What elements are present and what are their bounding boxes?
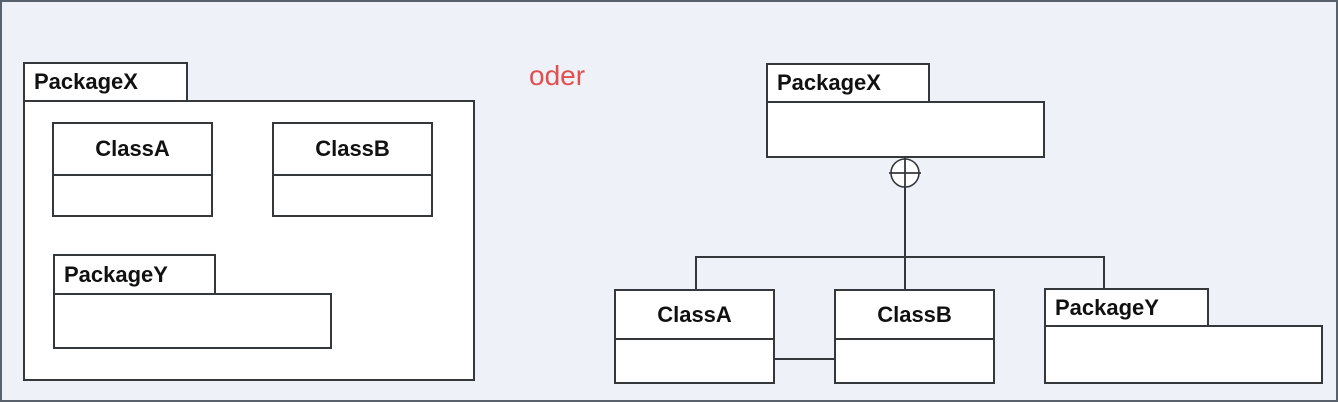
- right-classa-name-compartment: ClassA: [616, 291, 773, 340]
- left-classb-label: ClassB: [315, 136, 390, 161]
- left-classb-attr-compartment: [274, 176, 431, 215]
- left-packagey-tab: PackageY: [53, 254, 216, 293]
- circle-plus-anchor-icon: [889, 158, 921, 188]
- right-packagey-label: PackageY: [1055, 294, 1159, 320]
- right-packagex-label: PackageX: [777, 70, 881, 95]
- left-classb-box: ClassB: [272, 122, 433, 217]
- left-classa-box: ClassA: [52, 122, 213, 217]
- right-packagex-tab: PackageX: [766, 63, 930, 101]
- left-classa-attr-compartment: [54, 176, 211, 215]
- right-packagey-tab: PackageY: [1044, 288, 1209, 325]
- right-classa-label: ClassA: [657, 301, 732, 327]
- left-packagex-tab: PackageX: [23, 62, 188, 100]
- left-classb-name-compartment: ClassB: [274, 124, 431, 176]
- left-packagey-body: [53, 293, 332, 349]
- or-separator-label: oder: [529, 60, 586, 91]
- right-packagey-body: [1044, 325, 1323, 384]
- left-classa-name-compartment: ClassA: [54, 124, 211, 176]
- left-classa-label: ClassA: [95, 136, 170, 161]
- left-packagex-label: PackageX: [34, 69, 138, 94]
- right-classa-attr-compartment: [616, 340, 773, 382]
- right-classb-name-compartment: ClassB: [836, 291, 993, 340]
- right-classb-box: ClassB: [834, 289, 995, 384]
- left-packagey-label: PackageY: [64, 261, 168, 287]
- right-classb-label: ClassB: [877, 301, 952, 327]
- right-packagex-body: [766, 101, 1045, 158]
- right-classa-box: ClassA: [614, 289, 775, 384]
- right-classb-attr-compartment: [836, 340, 993, 382]
- right-classa-classb-association: [775, 358, 834, 360]
